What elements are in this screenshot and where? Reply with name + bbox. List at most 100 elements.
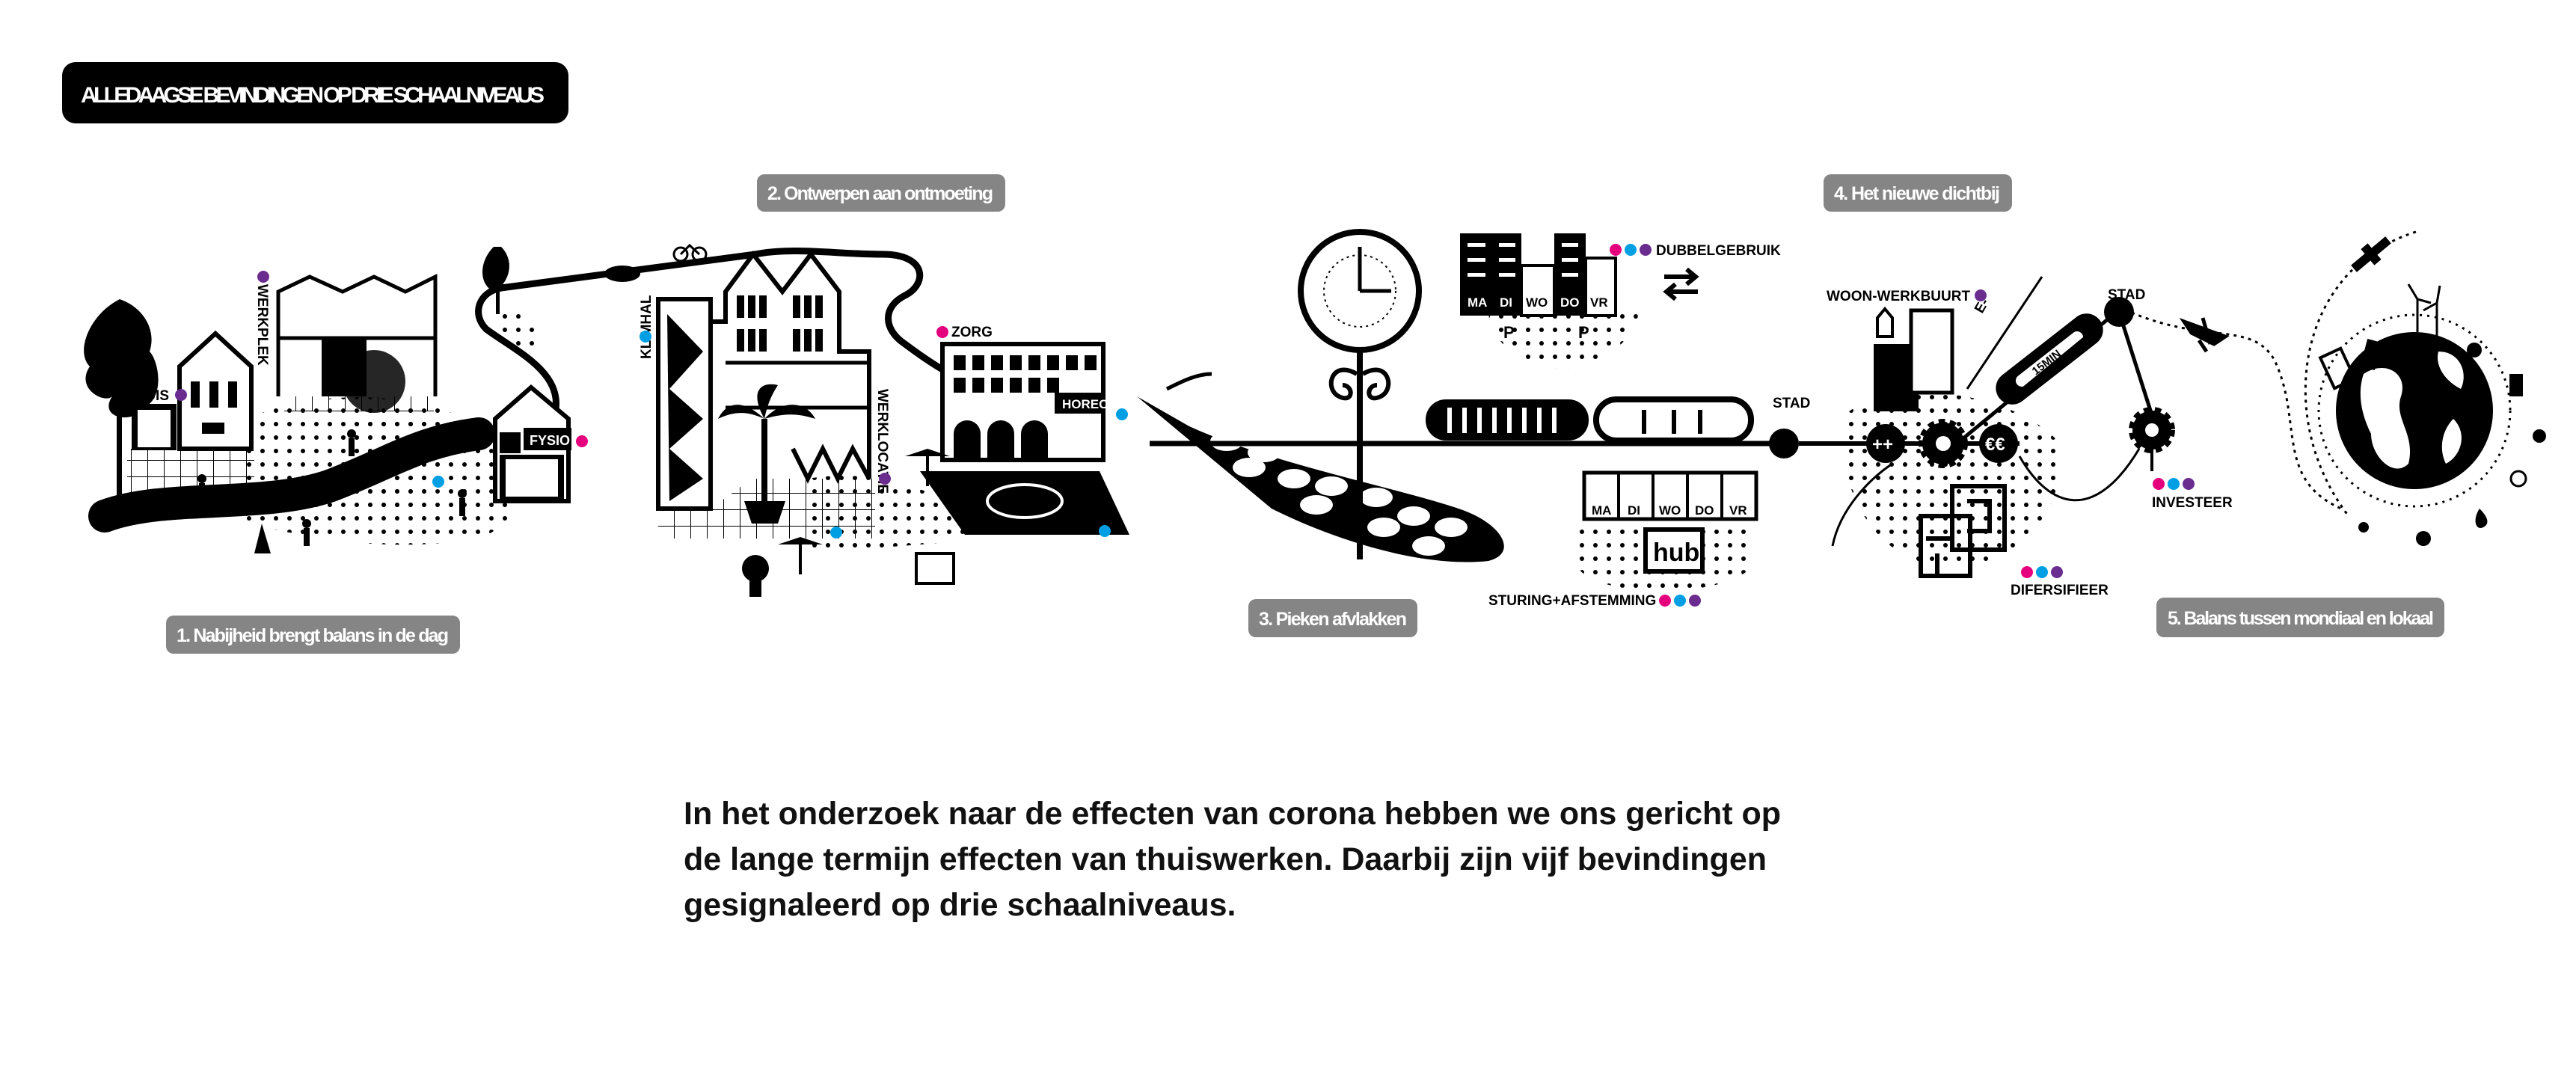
title-banner: ALLEDAAGSE BEVINDINGEN OP DRIE SCHAALNIV…	[62, 62, 568, 123]
label-zorg: ZORG	[951, 325, 993, 340]
arrow	[1966, 276, 2043, 390]
clock-icon	[1298, 229, 1422, 559]
stad-node	[1769, 429, 1799, 458]
page-title: ALLEDAAGSE BEVINDINGEN OP DRIE SCHAALNIV…	[81, 83, 545, 108]
cyan-dot	[1116, 408, 1128, 420]
water-drop-icon	[2475, 509, 2488, 528]
intro-line: In het onderzoek naar de effecten van co…	[684, 796, 1782, 832]
cyan-dot	[2168, 478, 2180, 490]
tractor-icon	[2467, 343, 2482, 358]
label-horeca: HORECA	[1062, 397, 1117, 411]
insect-icon	[2358, 522, 2369, 533]
plus-node	[1866, 424, 1905, 463]
finding-5-pill: 5. Balans tussen mondiaal en lokaal	[2156, 598, 2444, 637]
day-vr: VR	[1729, 503, 1747, 518]
fifteen-minute-pill: 15MIN	[1996, 313, 2103, 405]
orbit	[2317, 313, 2512, 508]
label-fysio: FYSIO	[530, 433, 570, 448]
tree-icon	[84, 299, 159, 524]
building-werklocatie	[708, 251, 871, 509]
finding-1-pill: 1. Nabijheid brengt balans in de dag	[166, 616, 460, 654]
building-dubbelgebruik: MA DI WO DO VR	[1460, 233, 1617, 317]
scene-global-local	[2131, 230, 2546, 546]
tree-icon	[482, 247, 509, 292]
purple-dot	[879, 473, 891, 485]
day-do: DO	[1695, 503, 1714, 518]
magenta-dot	[576, 435, 588, 447]
cyan-dot	[2036, 566, 2048, 578]
day-di: DI	[1628, 503, 1640, 518]
building-zorg	[940, 342, 1105, 462]
label-sturing: STURING+AFSTEMMING	[1488, 593, 1656, 609]
bush-icon	[343, 350, 405, 413]
label-woon-werkbuurt: WOON-WERKBUURT	[1827, 289, 1970, 304]
cyan-dot	[1099, 525, 1111, 537]
label-dubbelgebruik: DUBBELGEBRUIK	[1656, 243, 1781, 259]
hub-box	[1643, 527, 1705, 574]
palm-tree-icon	[718, 384, 815, 524]
bicycle-icon	[672, 243, 708, 263]
label-werklocatie: WERKLOCATIE	[874, 389, 890, 494]
day-di: DI	[1500, 295, 1512, 310]
gear-icon	[2129, 407, 2175, 453]
magenta-dot	[2153, 478, 2165, 490]
parking-label: P	[1503, 323, 1515, 342]
cyan-dot	[640, 331, 651, 343]
purple-dot	[175, 389, 187, 401]
building-hub-week: MA DI WO DO VR	[1582, 470, 1758, 521]
cyan-dot	[1674, 595, 1686, 607]
finding-2-label: 2. Ontwerpen aan ontmoeting	[767, 183, 993, 204]
car-icons	[1210, 432, 1468, 556]
finding-4-pill: 4. Het nieuwe dichtbij	[1824, 174, 2012, 212]
finding-1-label: 1. Nabijheid brengt balans in de dag	[177, 625, 449, 646]
label-thuis: THUIS	[126, 388, 169, 404]
factory-icon	[2509, 374, 2523, 396]
car-icon	[604, 266, 640, 282]
finding-3-label: 3. Pieken afvlakken	[1259, 609, 1407, 630]
magenta-dot	[1610, 244, 1622, 256]
building-icon	[2360, 339, 2382, 370]
people-icons	[197, 429, 467, 553]
building-woon-werkbuurt	[1874, 306, 1954, 411]
scene-meeting: KLIMHAL WERKLOCATIE ZORG	[639, 251, 1129, 597]
building-klimhal	[656, 297, 713, 511]
cyan-dot	[1625, 244, 1637, 256]
label-e-bike: E-	[1972, 296, 1993, 316]
recycle-icon	[2509, 470, 2527, 488]
purple-dot	[2183, 478, 2195, 490]
finding-4-label: 4. Het nieuwe dichtbij	[1834, 183, 2000, 204]
globe-icon	[2336, 332, 2493, 489]
day-ma: MA	[1592, 503, 1611, 518]
finding-2-pill: 2. Ontwerpen aan ontmoeting	[757, 174, 1005, 212]
road	[88, 417, 495, 533]
label-hub: hub	[1653, 539, 1699, 567]
finding-3-pill: 3. Pieken afvlakken	[1248, 599, 1417, 637]
scene-new-nearby: STAD ++ €€ WOON-WERKBUURT E- 15MIN STAD	[1769, 276, 2233, 598]
parking-label: P	[1578, 323, 1589, 342]
building-fysio	[493, 384, 571, 503]
purple-dot	[1975, 289, 1987, 301]
purple-dot	[1689, 595, 1701, 607]
gear-icon	[1919, 419, 1968, 468]
cyan-dot	[432, 476, 444, 488]
intro-line: de lange termijn effecten van thuiswerke…	[684, 841, 1767, 877]
intro-paragraph: In het onderzoek naar de effecten van co…	[684, 791, 1955, 928]
ladybug-icon	[2533, 429, 2546, 443]
purple-dot	[257, 271, 269, 283]
sports-field	[920, 471, 1129, 535]
label-diversifieer: DIFERSIFIEER	[2011, 583, 2109, 598]
label-werkplek: WERKPLEK	[254, 284, 270, 366]
day-wo: WO	[1659, 503, 1681, 518]
swap-arrows-icon	[1663, 267, 1699, 301]
day-do: DO	[1560, 295, 1580, 310]
solar-panel-icon	[2318, 346, 2357, 390]
label-investeer: INVESTEER	[2152, 495, 2233, 511]
euro-node	[1979, 424, 2018, 463]
wind-turbine-icon	[2407, 283, 2441, 337]
terrace-icons	[742, 449, 955, 597]
house-thuis	[132, 330, 254, 451]
day-ma: MA	[1468, 295, 1487, 310]
cyan-dot	[830, 527, 842, 539]
scene-peaks: MA DI WO DO VR P P DUBBELGEBRUIK MA DI W…	[1137, 229, 1782, 609]
